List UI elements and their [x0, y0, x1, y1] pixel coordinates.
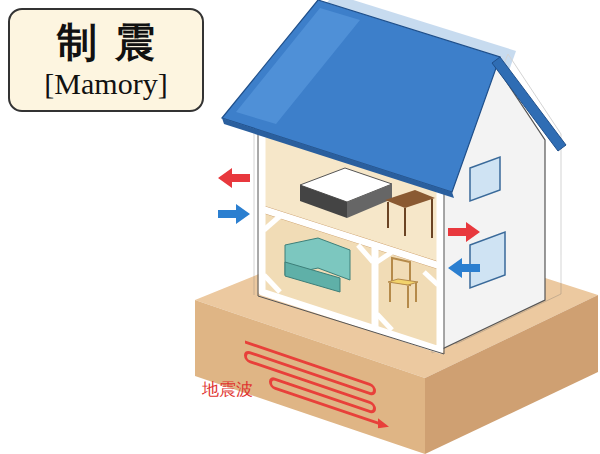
seismic-wave [245, 342, 389, 432]
damper-brace [377, 314, 392, 330]
wave-arrowhead [378, 418, 389, 432]
roof-eave [222, 118, 454, 198]
chair-leg [415, 283, 417, 302]
window [470, 232, 505, 288]
chair-seat [388, 279, 418, 285]
subtitle-text: [Mamory] [44, 66, 167, 102]
shake-arrow [448, 258, 480, 278]
damper [264, 216, 438, 330]
desk-leg [431, 199, 433, 238]
bed-side [347, 184, 392, 218]
chair-leg [389, 283, 391, 302]
lower-room [262, 205, 440, 350]
desk [385, 190, 435, 208]
window [470, 157, 500, 201]
frame-beam [262, 209, 440, 266]
shake-arrow [218, 168, 250, 188]
wave-label: 地震波 [202, 378, 253, 401]
damper-brace [377, 252, 392, 262]
desk-leg [404, 208, 406, 236]
roof-edge [492, 57, 566, 151]
ghost-line [254, 128, 255, 295]
title-text: 制震 [57, 18, 173, 66]
damper-brace [424, 272, 438, 285]
shake-arrow [218, 204, 250, 224]
wave-line [245, 342, 380, 424]
sofa-seat [285, 262, 340, 292]
title-box: 制震[Mamory] [8, 8, 204, 112]
damper-brace [264, 216, 280, 230]
desk-leg [387, 202, 389, 228]
chair-leg [407, 286, 409, 308]
damper-brace [264, 275, 280, 292]
damper-brace [358, 245, 373, 262]
bed-side [300, 185, 347, 218]
roof-shine [236, 8, 360, 124]
shake-arrow [448, 222, 480, 242]
